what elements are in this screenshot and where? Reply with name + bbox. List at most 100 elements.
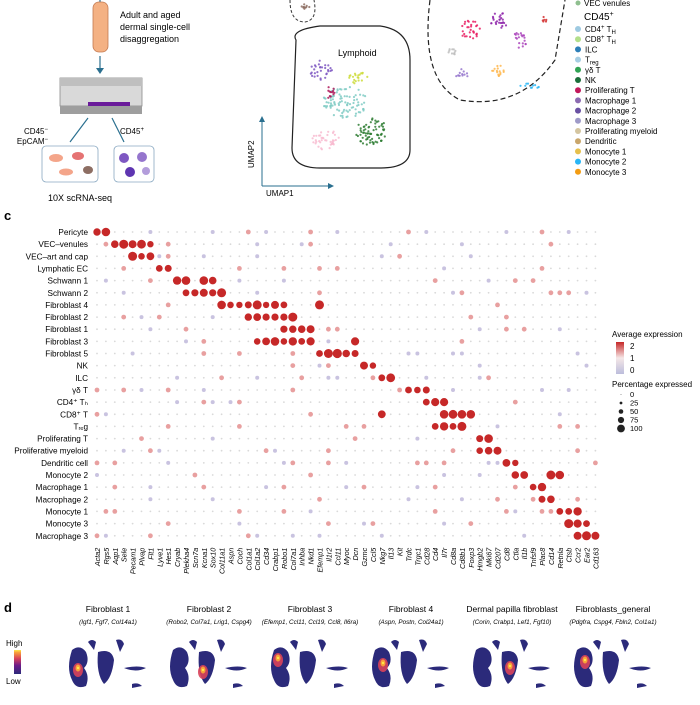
dotplot-dot	[523, 449, 526, 452]
dotplot-dot	[414, 386, 421, 394]
dotplot-dot	[541, 328, 543, 331]
dotplot-dot	[461, 389, 463, 391]
dotplot-dot	[211, 413, 214, 416]
feature-map	[170, 639, 247, 688]
umap-point	[495, 20, 499, 23]
dotplot-dot	[514, 522, 517, 525]
dotplot-dot	[149, 304, 152, 306]
dotplot-dot	[594, 340, 597, 343]
dotplot-dot	[523, 413, 526, 416]
feature-panel-title: Fibroblast 3	[288, 604, 333, 614]
dotplot-dot	[514, 389, 517, 391]
dotplot-dot	[247, 437, 250, 440]
dotplot-dot	[443, 316, 445, 318]
dotplot-dot	[255, 254, 260, 259]
dotplot-dot	[432, 484, 438, 490]
dotplot-dot	[398, 316, 401, 318]
dotplot-dot	[121, 266, 127, 271]
dotplot-dot	[487, 231, 490, 233]
dotplot-dot	[105, 340, 107, 343]
dotplot-dot	[398, 425, 401, 428]
dotplot-dot	[398, 328, 401, 331]
dotplot-dot	[128, 240, 137, 249]
dotplot-dot	[512, 278, 518, 283]
dotplot-dot	[443, 449, 445, 452]
dotplot-dot	[380, 279, 383, 282]
dotplot-dot	[478, 267, 481, 270]
dotplot-dot	[229, 425, 232, 428]
dotplot-dot	[176, 498, 179, 501]
dotplot-dot	[380, 474, 383, 476]
dotplot-dot	[389, 316, 392, 318]
dotplot-dot	[443, 340, 445, 343]
dotplot-dot	[194, 231, 196, 233]
dotplot-dot	[238, 376, 241, 379]
dotplot-dot	[112, 484, 118, 490]
dotplot-dot	[461, 449, 463, 452]
dotplot-dot	[487, 340, 490, 343]
dotplot-dot	[448, 409, 458, 419]
dotplot-dot	[105, 389, 107, 391]
dotplot-dot	[300, 267, 303, 270]
dotplot-dot	[335, 230, 340, 234]
umap-point	[496, 67, 499, 70]
dotplot-dot	[158, 328, 161, 331]
dotplot-dot	[297, 325, 306, 334]
dotplot-dot	[469, 231, 472, 233]
umap-point	[491, 69, 494, 72]
dotplot-dot	[291, 291, 294, 294]
dotplot-dot	[407, 522, 410, 525]
dotplot-dot	[422, 386, 430, 394]
dotplot-dot	[407, 376, 410, 379]
dotplot-dot	[274, 255, 276, 258]
dotplot-dot	[585, 328, 588, 331]
dotplot-dot	[363, 243, 365, 246]
dotplot-dot	[256, 510, 259, 513]
umap-point	[339, 95, 342, 98]
dotplot-dot	[594, 498, 597, 501]
pct-legend-label: 50	[630, 407, 638, 416]
dotplot-dot	[148, 448, 153, 454]
umap-point	[359, 93, 362, 96]
dotplot-dot	[469, 243, 472, 246]
umap-point	[348, 74, 351, 78]
dotplot-dot	[363, 413, 365, 416]
dotplot-dot	[496, 534, 499, 537]
dotplot-dot	[505, 486, 508, 488]
dotplot-dot	[372, 267, 374, 270]
umap-point	[523, 36, 526, 39]
dotplot-dot	[211, 534, 214, 537]
dotplot-dot	[594, 328, 597, 331]
dotplot-dot	[308, 472, 313, 478]
dotplot-dot	[496, 401, 499, 403]
dotplot-dot	[514, 231, 517, 233]
dotplot-dot	[210, 230, 215, 234]
dotplot-dot	[220, 437, 223, 440]
dotplot-dot	[149, 340, 152, 343]
dotplot-dot	[434, 267, 437, 270]
dotplot-dot	[158, 364, 161, 367]
umap-legend-item: NK	[585, 76, 597, 85]
umap-point	[320, 66, 324, 69]
dotplot-dot	[576, 486, 579, 488]
dotplot-dot	[514, 352, 517, 355]
dotplot-dot	[201, 484, 207, 490]
dotplot-dot	[220, 486, 223, 488]
dotplot-dot	[461, 437, 463, 440]
dotplot-dot	[300, 401, 303, 403]
umap-point	[381, 125, 385, 128]
dotplot-dot	[265, 389, 267, 391]
dotplot-dot	[327, 255, 330, 258]
dotplot-dot	[504, 230, 509, 234]
dotplot-dot	[443, 498, 445, 501]
dotplot-dot	[318, 389, 321, 391]
dotplot-dot	[389, 534, 392, 537]
dotplot-dot	[274, 291, 276, 294]
dotplot-dot	[585, 437, 588, 440]
dotplot-dot	[530, 278, 536, 283]
dotplot-dot	[336, 243, 339, 246]
umap-point	[309, 72, 312, 75]
dotplot-dot	[416, 522, 419, 525]
dotplot-dot	[336, 304, 339, 306]
